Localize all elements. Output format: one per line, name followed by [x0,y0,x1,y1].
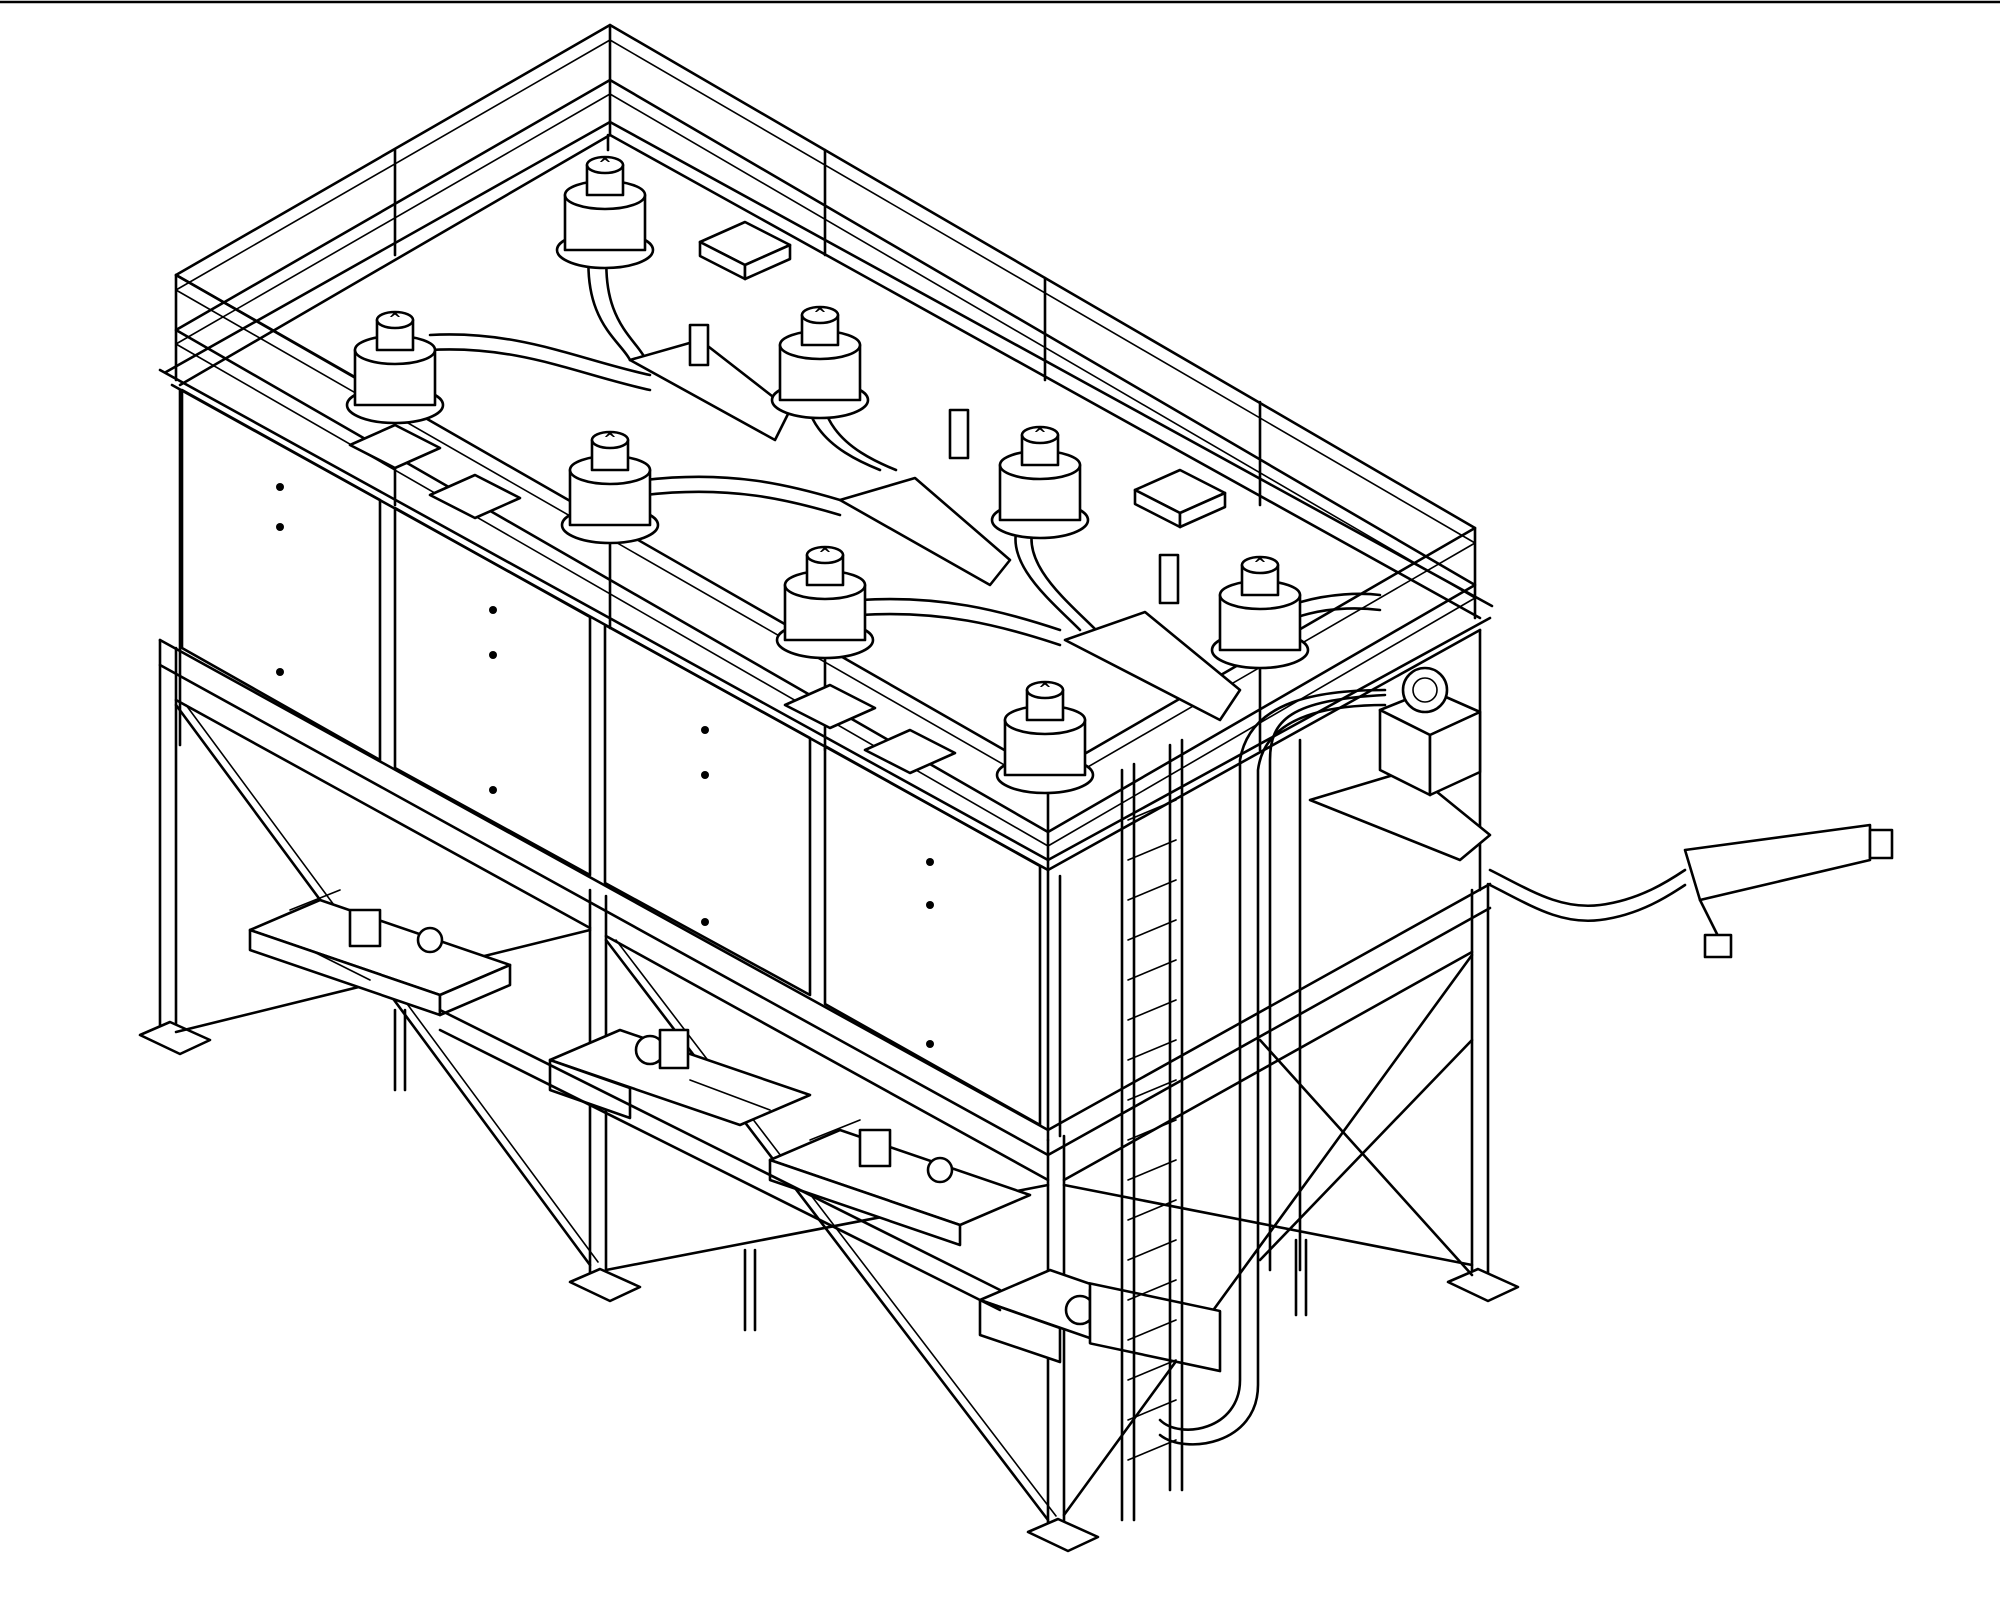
baghouse-panel [180,388,382,762]
collector-manifolds [628,323,1492,862]
panel-fasteners [276,483,934,1048]
baghouse-body [158,368,1492,1142]
return-pipe-loop [1158,688,1387,1446]
screw-conveyor-tube [438,1008,1002,1292]
blower-assembly [1378,666,1482,797]
separator-cone [1683,823,1872,902]
cyclone: ^ [345,310,445,425]
cyclone-arrow-icon: ^ [813,305,826,324]
access-ladder [1120,738,1184,1522]
baghouse-panel [603,623,812,997]
screw-unit [248,889,512,1017]
base-plates [138,1020,1520,1553]
cyclone-arrow-icon: ^ [603,430,616,449]
screw-unit [978,1268,1222,1373]
cyclone: ^ [990,425,1090,540]
roof-hatch [783,683,877,730]
cyclone: ^ [995,680,1095,795]
blower-motor [1401,666,1449,714]
cyclone-arrow-icon: ^ [388,310,401,329]
exit-separator [1488,823,1894,959]
cyclone: ^ [560,430,660,545]
screw-unit [768,1119,1032,1247]
hopper-screw-units [248,889,1222,1373]
manifold-wedge [1063,610,1242,722]
cyclone: ^ [555,155,655,270]
cyclone: ^ [775,545,875,660]
manifold-wedge [838,476,1012,587]
cyclone: ^ [1210,555,1310,670]
manifold-wedge [1308,768,1492,862]
cyclone-arrow-icon: ^ [818,545,831,564]
baghouse-panel [823,744,1042,1127]
handrail [174,23,1477,872]
separator-valve [1703,933,1733,959]
roof-hatches [348,220,1227,775]
cyclone-arrow-icon: ^ [1253,555,1266,574]
roof-hatch [863,728,957,775]
roof-hatch [348,423,442,470]
baghouse-panels [180,388,1042,1127]
cyclone-arrow-icon: ^ [1038,680,1051,699]
cyclone: ^ [770,305,870,420]
cyclone-arrow-icon: ^ [1033,425,1046,444]
cyclone-arrow-icon: ^ [598,155,611,174]
baghouse-panel [393,506,592,877]
cyclones: ^ ^ ^ ^ [345,155,1310,795]
support-structure [138,638,1520,1553]
roof-hatch [428,473,522,520]
manifold-wedge [628,338,792,442]
